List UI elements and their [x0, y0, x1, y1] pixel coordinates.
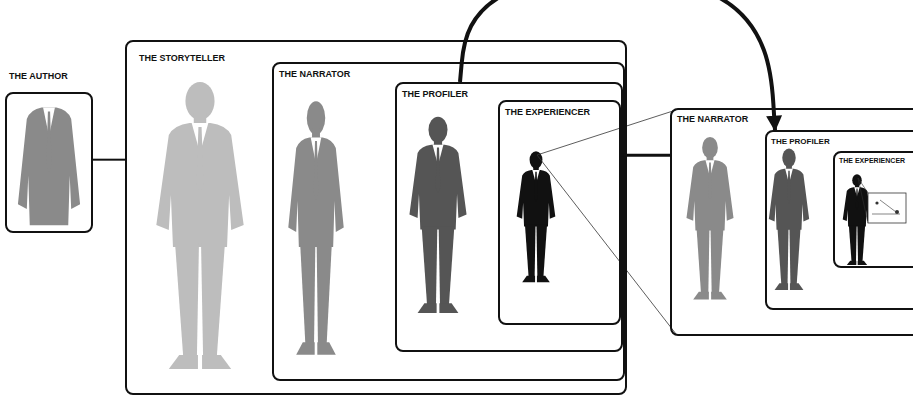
mini-scene [868, 193, 906, 223]
experiencer-box: THE EXPERIENCER [498, 100, 621, 325]
profiler-box: THE PROFILER THE EXPERIENCER [765, 130, 913, 310]
box-title: THE NARRATOR [279, 70, 350, 80]
author-box: THE AUTHOR [5, 92, 93, 233]
narrator-figure [288, 101, 343, 355]
profiler-figure [409, 117, 466, 313]
experiencer-box: THE EXPERIENCER [833, 151, 913, 268]
narrator-box: THE NARRATOR THE PROFILER THE EXPERIENCER [272, 62, 625, 381]
experiencer-figure [843, 174, 872, 265]
box-title: THE EXPERIENCER [505, 108, 590, 118]
mini-scene-line [880, 200, 896, 212]
storyteller-box: THE STORYTELLERTHE NARRATORTHE PROFILERT… [125, 40, 627, 395]
box-title: THE NARRATOR [677, 115, 748, 125]
headless-suit [18, 108, 80, 226]
narrator-box: THE NARRATOR THE PROFILER THE EXPERIENCER [670, 108, 913, 336]
profiler-figure [769, 148, 809, 290]
box-title: THE PROFILER [402, 90, 468, 100]
mini-scene-dot [875, 201, 878, 204]
projection-line [858, 178, 868, 223]
connector [460, 0, 775, 130]
box-title: THE AUTHOR [9, 72, 68, 82]
box-title: THE EXPERIENCER [839, 157, 905, 165]
connector [93, 159, 125, 161]
storyteller-figure [156, 82, 243, 369]
mini-scene-line [872, 214, 900, 215]
projection-line [537, 155, 676, 334]
narrator-figure [686, 137, 733, 300]
mini-scene-dot [895, 210, 899, 214]
box-title: THE PROFILER [771, 138, 830, 147]
box-title: THE STORYTELLER [139, 54, 225, 64]
profiler-box: THE PROFILER THE EXPERIENCER [395, 82, 623, 352]
connector [621, 154, 670, 157]
